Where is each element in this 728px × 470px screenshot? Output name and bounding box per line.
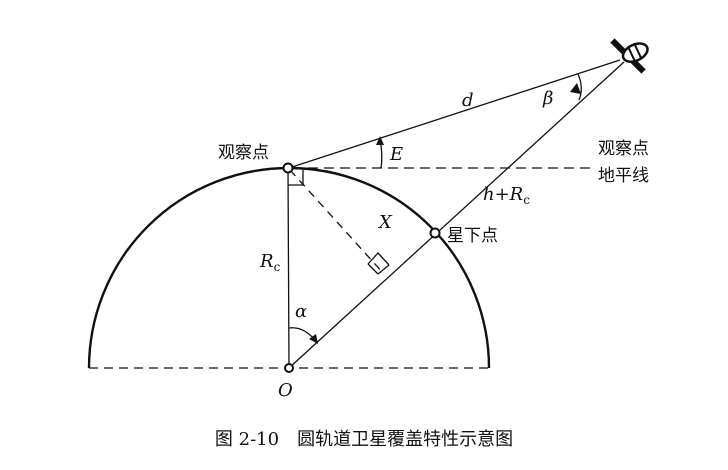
slant-range-label: d [462, 90, 474, 111]
right-angle-marker-top [288, 170, 304, 186]
right-angle-marker-foot-edge [377, 264, 390, 275]
rc-subscript: c [523, 193, 530, 207]
observation-point-marker [282, 162, 294, 174]
beta-label: β [542, 88, 553, 109]
beta-arrow-icon [570, 83, 581, 94]
sub-satellite-point-marker [429, 227, 441, 239]
elevation-label: E [389, 144, 403, 165]
perpendicular-line [289, 169, 385, 275]
right-angle-marker-foot [367, 252, 390, 266]
sub-satellite-point-label: 星下点 [447, 226, 498, 246]
elevation-arrow-icon [376, 136, 384, 145]
radius-label: Rc [259, 251, 281, 274]
beta-angle-arc [577, 73, 582, 101]
right-angle-marker-foot-edge2 [367, 263, 379, 275]
center-point-marker [284, 363, 294, 373]
r-main: R [259, 251, 274, 272]
horizon-label-line1: 观察点 [598, 139, 649, 159]
figure-caption: 图 2-10 圆轨道卫星覆盖特性示意图 [215, 429, 513, 450]
x-label: X [377, 212, 393, 233]
center-label: O [278, 380, 293, 401]
h-plus-rc: h+R [483, 184, 523, 205]
distance-label: h+Rc [483, 184, 530, 207]
radius-line [287, 167, 290, 369]
horizon-label-line2: 地平线 [598, 166, 649, 186]
satellite-icon [610, 38, 649, 74]
observation-point-label: 观察点 [218, 143, 269, 163]
alpha-arrow-icon [309, 334, 318, 344]
alpha-label: α [295, 301, 307, 322]
r-subscript: c [274, 260, 281, 274]
slant-range-line [291, 59, 621, 168]
center-to-satellite-line [288, 61, 625, 369]
